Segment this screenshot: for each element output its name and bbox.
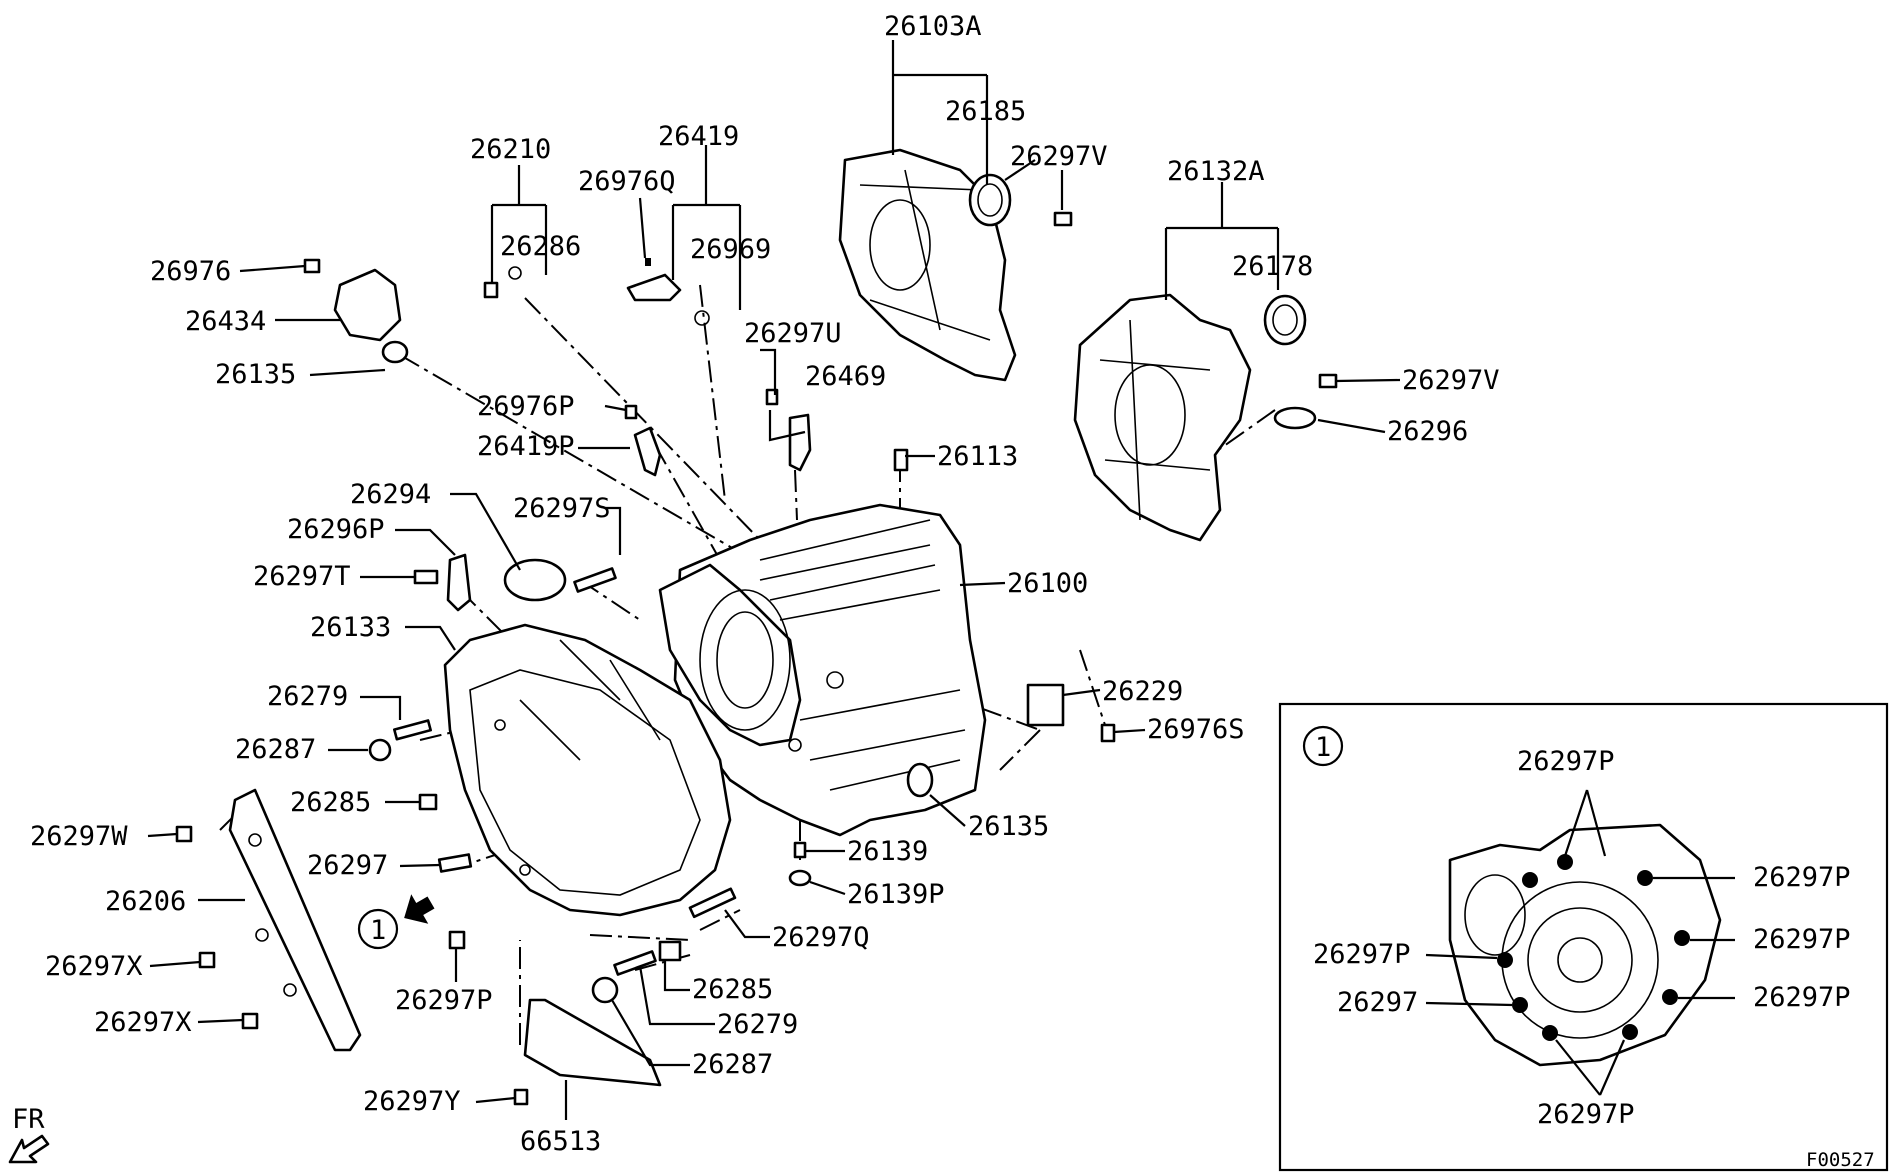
label-26178: 26178 <box>1232 251 1313 282</box>
front-arrow-icon <box>8 1134 50 1164</box>
bell-housing <box>443 623 732 917</box>
callout-number: 1 <box>370 915 386 946</box>
label-26297S: 26297S <box>513 493 611 524</box>
transfer-adapter-housing <box>838 148 1017 382</box>
label-26976P: 26976P <box>477 391 575 422</box>
label-26297U: 26297U <box>744 318 842 349</box>
label-26113: 26113 <box>937 441 1018 472</box>
label-26297Q: 26297Q <box>772 922 870 953</box>
label-26297V-top: 26297V <box>1010 141 1108 172</box>
figure-id: F00527 <box>1806 1149 1875 1171</box>
label-26100: 26100 <box>1007 568 1088 599</box>
label-26296: 26296 <box>1387 416 1468 447</box>
label-26133: 26133 <box>310 612 391 643</box>
label-26206: 26206 <box>105 886 186 917</box>
part-labels: 26103A 26185 26297V 26132A 26178 26297V … <box>12 11 1500 1157</box>
label-26976S: 26976S <box>1147 714 1245 745</box>
leader-lines <box>147 40 1401 1120</box>
label-26285-left: 26285 <box>290 787 371 818</box>
label-26294: 26294 <box>350 479 431 510</box>
inset-label-right-2: 26297P <box>1753 924 1851 955</box>
label-26297W: 26297W <box>30 821 128 852</box>
detail-inset: 1 26297P 26297P 26297P 26297P 26297P 262… <box>1278 702 1889 1172</box>
callout-marker: 1 <box>357 908 399 950</box>
label-26279-left: 26279 <box>267 681 348 712</box>
inset-label-right-1: 26297P <box>1753 862 1851 893</box>
label-26210: 26210 <box>470 134 551 165</box>
label-26419: 26419 <box>658 121 739 152</box>
label-26139P: 26139P <box>847 879 945 910</box>
transmission-case <box>658 503 987 837</box>
label-26296P: 26296P <box>287 514 385 545</box>
label-26297V-right: 26297V <box>1402 365 1500 396</box>
label-26103A: 26103A <box>884 11 982 42</box>
label-26419P: 26419P <box>477 431 575 462</box>
label-26285-bottom: 26285 <box>692 974 773 1005</box>
inset-label-left-1: 26297P <box>1313 939 1411 970</box>
label-26287-bottom: 26287 <box>692 1049 773 1080</box>
label-26976Q: 26976Q <box>578 166 676 197</box>
inset-bolts <box>1497 854 1690 1041</box>
label-26297X-2: 26297X <box>94 1007 192 1038</box>
inset-label-top: 26297P <box>1517 746 1615 777</box>
inset-callout-number: 1 <box>1315 732 1331 763</box>
label-26469: 26469 <box>805 361 886 392</box>
label-26132A: 26132A <box>1167 156 1265 187</box>
label-26976: 26976 <box>150 256 231 287</box>
label-26287-left: 26287 <box>235 734 316 765</box>
label-26297X-1: 26297X <box>45 951 143 982</box>
label-26185: 26185 <box>945 96 1026 127</box>
extension-housing <box>1073 293 1307 542</box>
label-26297Y: 26297Y <box>363 1086 461 1117</box>
label-26229: 26229 <box>1102 676 1183 707</box>
inset-label-left-2: 26297 <box>1337 987 1418 1018</box>
inset-label-bottom: 26297P <box>1537 1099 1635 1130</box>
label-66513: 66513 <box>520 1126 601 1157</box>
label-26297T: 26297T <box>253 561 351 592</box>
label-26969: 26969 <box>690 234 771 265</box>
label-26135-left: 26135 <box>215 359 296 390</box>
label-26279-bottom: 26279 <box>717 1009 798 1040</box>
label-26434: 26434 <box>185 306 266 337</box>
label-26297: 26297 <box>307 850 388 881</box>
front-direction-label: FR <box>12 1104 45 1135</box>
label-26135-right: 26135 <box>968 811 1049 842</box>
label-26139: 26139 <box>847 836 928 867</box>
label-26297P-bottom: 26297P <box>395 985 493 1016</box>
label-26286: 26286 <box>500 231 581 262</box>
small-components <box>175 211 1338 1106</box>
inset-label-right-3: 26297P <box>1753 982 1851 1013</box>
